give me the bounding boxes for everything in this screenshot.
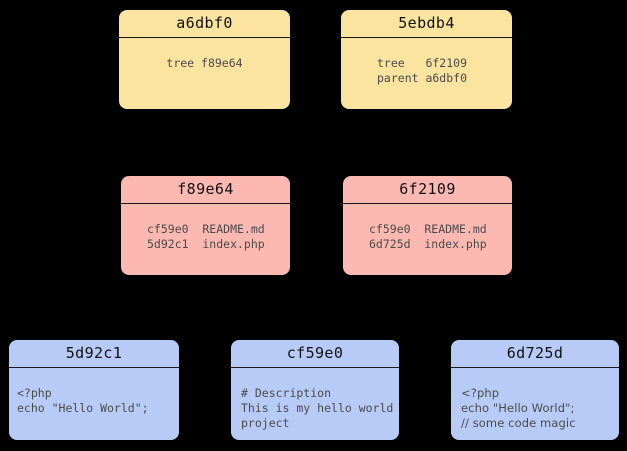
node-body-5ebdb4: tree 6f2109 parent a6dbf0 [377,56,468,85]
node-title-5ebdb4: 5ebdb4 [341,10,512,38]
node-body-f89e64: cf59e0 README.md 5d92c1 index.php [147,222,265,251]
node-body-6f2109: cf59e0 README.md 6d725d index.php [369,222,487,251]
commit-node-5ebdb4[interactable]: 5ebdb4 tree 6f2109 parent a6dbf0 [341,10,512,109]
node-title-5d92c1: 5d92c1 [9,340,179,368]
node-title-6f2109: 6f2109 [343,176,512,204]
commit-node-a6dbf0[interactable]: a6dbf0 tree f89e64 [119,10,290,109]
tree-node-6f2109[interactable]: 6f2109 cf59e0 README.md 6d725d index.php [343,176,512,275]
node-title-a6dbf0: a6dbf0 [119,10,290,38]
blob-node-5d92c1[interactable]: 5d92c1 <?php echo "Hello World"; [9,340,179,440]
node-title-cf59e0: cf59e0 [231,340,399,368]
node-title-6d725d: 6d725d [451,340,619,368]
node-body-a6dbf0: tree f89e64 [166,56,243,70]
tree-node-f89e64[interactable]: f89e64 cf59e0 README.md 5d92c1 index.php [121,176,290,275]
blob-node-cf59e0[interactable]: cf59e0 # Description This is my hello wo… [231,340,399,440]
node-body-5d92c1: <?php echo "Hello World"; [17,386,149,415]
node-body-cf59e0: # Description This is my hello world pro… [241,386,394,430]
node-title-f89e64: f89e64 [121,176,290,204]
blob-node-6d725d[interactable]: 6d725d <?php echo "Hello World"; // some… [451,340,619,440]
node-body-6d725d: <?php echo "Hello World"; // some code m… [461,386,576,430]
